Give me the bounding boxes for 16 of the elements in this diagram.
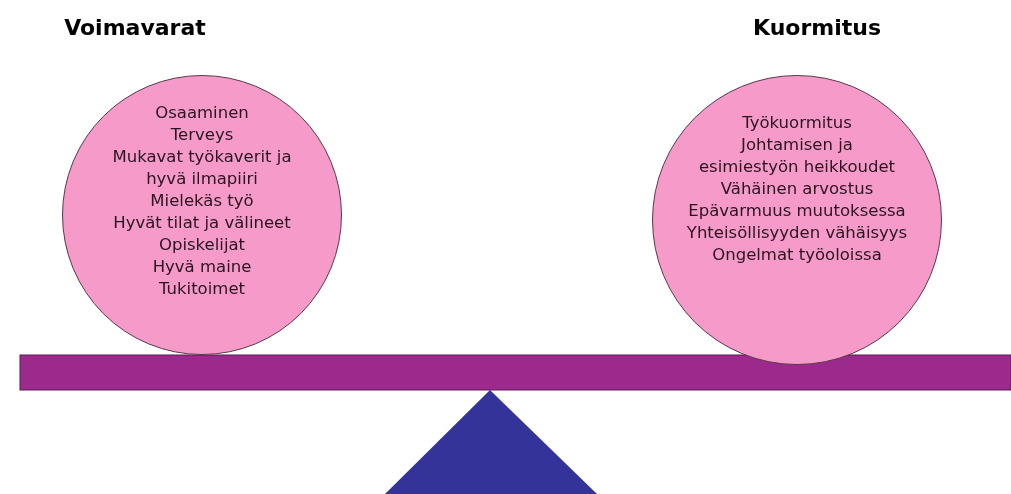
list-item: Ongelmat työoloissa [712,244,882,266]
list-item: Yhteisöllisyyden vähäisyys [686,222,908,244]
list-item: Terveys [170,124,234,146]
list-item: Mukavat työkaverit ja hyvä ilmapiiri [112,146,292,190]
list-item: Mielekäs työ [150,190,254,212]
list-item: Hyvät tilat ja välineet [113,212,291,234]
list-item: Osaaminen [155,102,249,124]
list-item: Johtamisen ja esimiestyön heikkoudet [697,134,897,178]
list-item: Tukitoimet [159,278,245,300]
list-item: Työkuormitus [742,112,852,134]
heading: Voimavarat [63,15,207,40]
list-item: Vähäinen arvostus [720,178,874,200]
list-item: Epävarmuus muutoksessa [688,200,906,222]
list-item: Opiskelijat [158,234,246,256]
list-item: Hyvä maine [152,256,252,278]
heading: Kuormitus [752,15,882,40]
